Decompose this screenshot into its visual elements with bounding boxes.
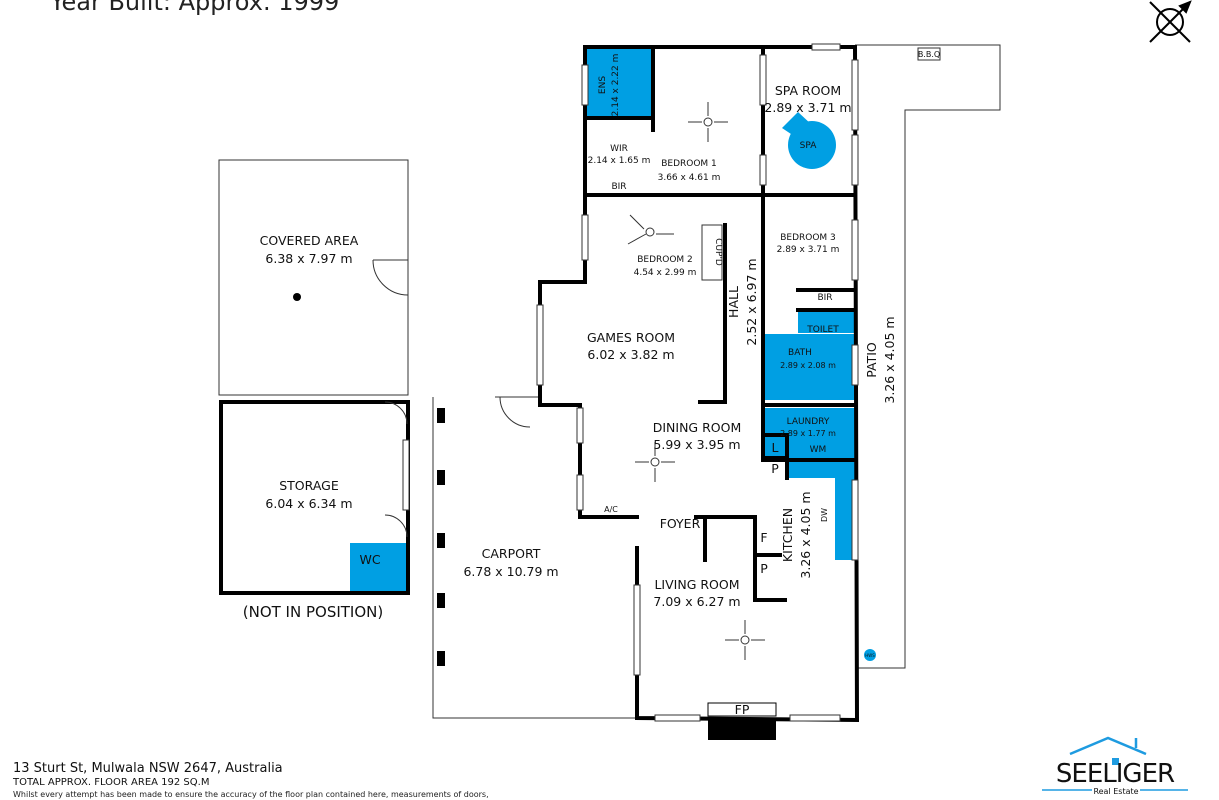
ceiling-fan-icon bbox=[627, 102, 765, 660]
room-dims: 2.89 x 2.08 m bbox=[780, 361, 836, 370]
room-dims: 3.26 x 4.05 m bbox=[882, 316, 897, 403]
room-name: KITCHEN bbox=[780, 508, 795, 562]
room-dims: 2.14 x 1.65 m bbox=[588, 156, 651, 166]
room-name: CUP'D bbox=[713, 238, 723, 266]
room-dims: 6.78 x 10.79 m bbox=[463, 564, 558, 579]
not-in-position-note: (NOT IN POSITION) bbox=[243, 603, 384, 621]
room-name: A/C bbox=[604, 505, 618, 514]
room-name: HWS bbox=[865, 653, 875, 658]
room-dims: 2.89 x 3.71 m bbox=[777, 245, 840, 255]
room-name: WC bbox=[359, 552, 380, 567]
covered-area bbox=[218, 159, 409, 396]
carport bbox=[432, 396, 637, 719]
room-name: FP bbox=[735, 702, 750, 717]
address: 13 Sturt St, Mulwala NSW 2647, Australia bbox=[13, 761, 283, 776]
room-name: BIR bbox=[817, 293, 832, 303]
room-dims: 3.26 x 4.05 m bbox=[798, 491, 813, 578]
patio-outline bbox=[855, 44, 1001, 669]
room-dims: 2.89 x 1.77 m bbox=[780, 429, 836, 438]
room-name: SPA bbox=[800, 141, 818, 151]
room-dims: 6.38 x 7.97 m bbox=[265, 251, 352, 266]
room-name: GAMES ROOM bbox=[587, 330, 675, 345]
room-name: BIR bbox=[611, 182, 626, 192]
room-name: CARPORT bbox=[482, 546, 541, 561]
room-name: FOYER bbox=[660, 516, 701, 531]
bbq bbox=[917, 47, 941, 61]
room-name: B.B.Q bbox=[918, 50, 940, 59]
room-name: P bbox=[771, 461, 779, 476]
room-dims: 4.54 x 2.99 m bbox=[634, 268, 697, 278]
logo-brand: SEELIGER bbox=[1056, 759, 1175, 789]
room-name: P bbox=[760, 561, 768, 576]
room-name: STORAGE bbox=[279, 478, 339, 493]
room-name: F bbox=[760, 530, 767, 545]
room-name: DINING ROOM bbox=[653, 420, 742, 435]
wet-areas bbox=[587, 49, 876, 661]
room-name: BEDROOM 3 bbox=[780, 233, 836, 243]
room-name: L bbox=[772, 440, 779, 455]
room-dims: 2.89 x 3.71 m bbox=[764, 100, 851, 115]
room-dims: 5.99 x 3.95 m bbox=[653, 437, 740, 452]
room-name: LIVING ROOM bbox=[654, 577, 739, 592]
room-dims: 6.02 x 3.82 m bbox=[587, 347, 674, 362]
room-name: HALL bbox=[726, 286, 741, 318]
room-name: DW bbox=[820, 508, 829, 522]
room-name: TOILET bbox=[806, 325, 839, 335]
room-name: PATIO bbox=[864, 342, 879, 378]
room-name: LAUNDRY bbox=[787, 417, 830, 427]
room-dims: 6.04 x 6.34 m bbox=[265, 496, 352, 511]
room-name: ENS bbox=[598, 76, 608, 94]
storage bbox=[219, 400, 410, 595]
room-name: WIR bbox=[610, 144, 628, 154]
room-name: BEDROOM 1 bbox=[661, 159, 717, 169]
room-dims: 2.52 x 6.97 m bbox=[744, 258, 759, 345]
room-dims: 2.14 x 2.22 m bbox=[611, 54, 621, 117]
seeliger-logo: SEELIGER Real Estate bbox=[1042, 736, 1188, 796]
total-floor-area: TOTAL APPROX. FLOOR AREA 192 SQ.M bbox=[13, 777, 210, 788]
windows bbox=[536, 43, 859, 722]
room-dims: 3.66 x 4.61 m bbox=[658, 173, 721, 183]
room-name: COVERED AREA bbox=[260, 233, 359, 248]
year-built: Year Built: Approx. 1999 bbox=[50, 0, 340, 16]
room-name: WM bbox=[810, 445, 827, 455]
room-name: BEDROOM 2 bbox=[637, 255, 693, 265]
disclaimer: Whilst every attempt has been made to en… bbox=[13, 790, 489, 799]
logo-subtitle: Real Estate bbox=[1093, 787, 1138, 796]
room-dims: 7.09 x 6.27 m bbox=[653, 594, 740, 609]
room-name: BATH bbox=[788, 348, 812, 358]
north-compass-icon bbox=[1149, 0, 1192, 43]
room-labels: COVERED AREA 6.38 x 7.97 m STORAGE 6.04 … bbox=[243, 50, 940, 717]
room-name: SPA ROOM bbox=[775, 83, 841, 98]
